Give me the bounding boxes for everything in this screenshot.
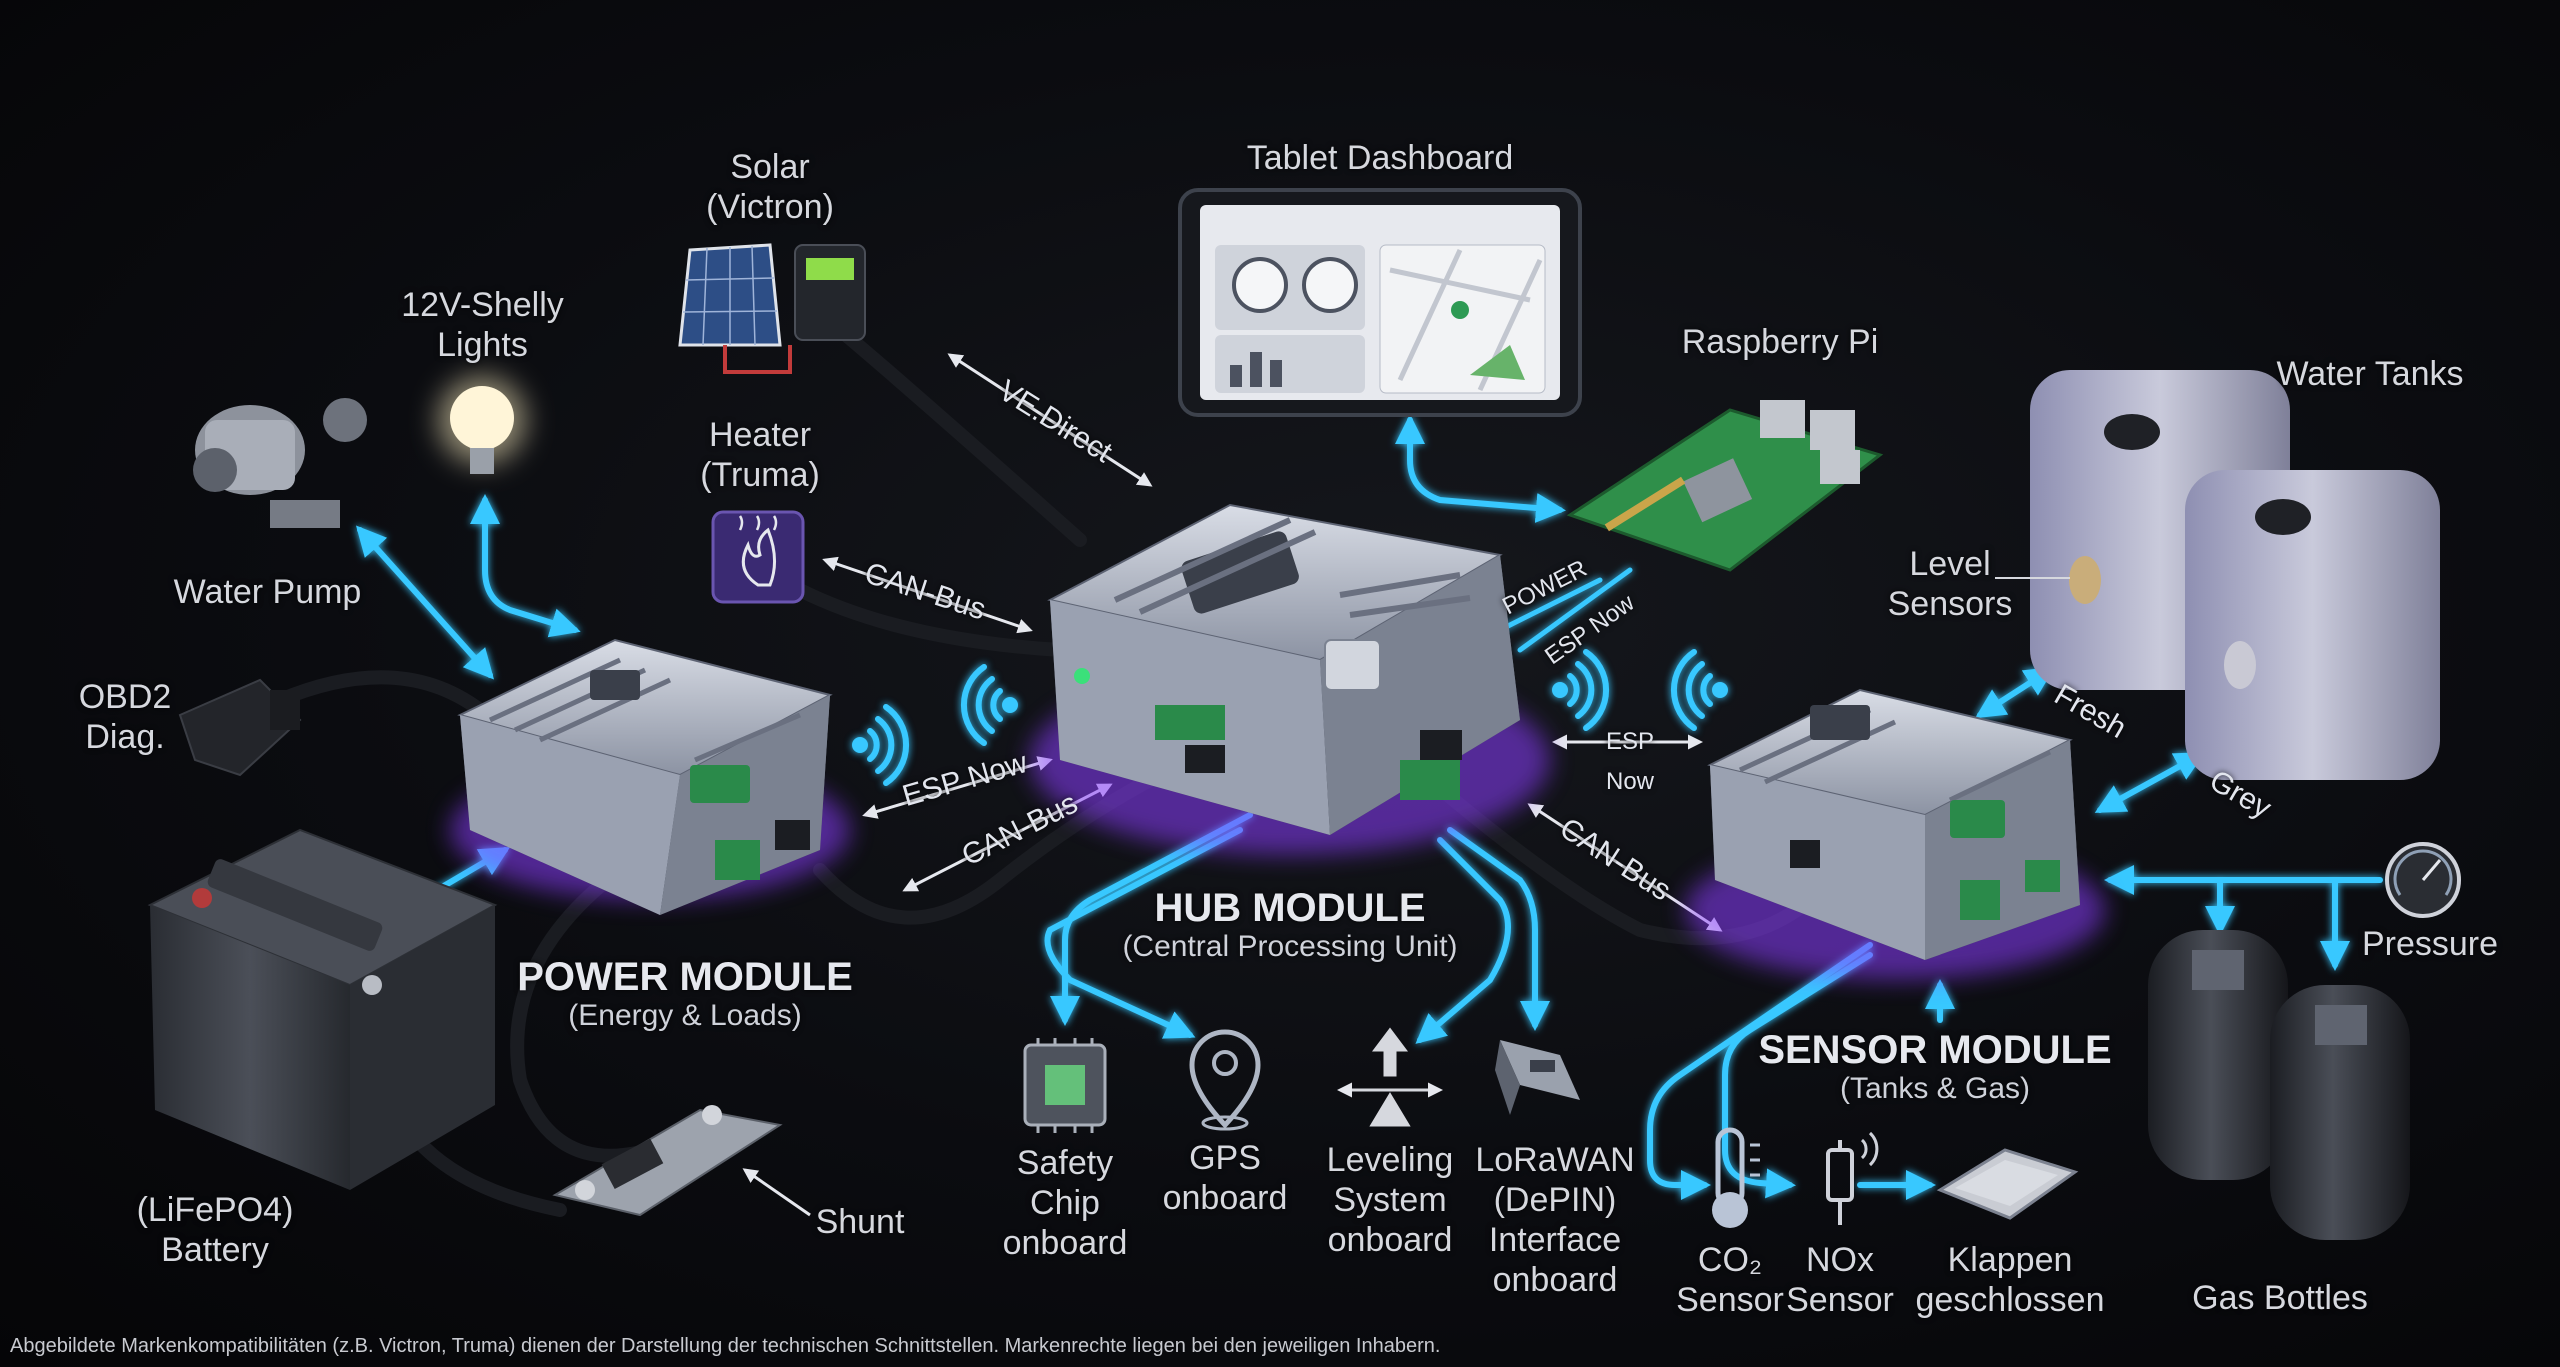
pressure-gauge-icon bbox=[2385, 842, 2461, 918]
esp-now-sensor-label: ESP Now bbox=[1605, 728, 1655, 795]
wifi-icon-hub-right bbox=[1552, 649, 1610, 731]
arrow-pump-power bbox=[355, 525, 495, 680]
lora-module-icon bbox=[1495, 1040, 1580, 1115]
wifi-waves bbox=[852, 649, 1728, 786]
nox-sensor-label: NOx Sensor bbox=[1786, 1241, 1894, 1319]
safety-chip-label: Safety Chip onboard bbox=[1002, 1144, 1128, 1262]
light-bulb-device bbox=[438, 376, 526, 474]
arrow-hub-pi-power bbox=[1497, 577, 1603, 633]
leveling-icon bbox=[1337, 1027, 1443, 1127]
disclaimer-text: Abgebildete Markenkompatibilitäten (z.B.… bbox=[10, 1335, 1441, 1357]
flame-icon bbox=[741, 527, 776, 587]
co2-sensor-label: CO₂ Sensor bbox=[1676, 1241, 1784, 1319]
power-module-subtitle: (Energy & Loads) bbox=[568, 999, 802, 1032]
wifi-icon-hub-left bbox=[960, 664, 1018, 746]
power-module-title: POWER MODULE bbox=[517, 955, 853, 999]
pressure-label: Pressure bbox=[2361, 925, 2499, 963]
water-pump-device bbox=[193, 398, 367, 528]
power-module-device bbox=[450, 638, 850, 915]
arrow-sensor-co2 bbox=[1647, 942, 1873, 1200]
connectors bbox=[355, 414, 2383, 1200]
hub-module-subtitle: (Central Processing Unit) bbox=[1122, 930, 1458, 963]
white-arrows bbox=[742, 353, 1723, 1217]
arrow-hub-pi-esp bbox=[1517, 567, 1633, 653]
sensor-module-title: SENSOR MODULE bbox=[1758, 1028, 2112, 1072]
klappen-label: Klappen geschlossen bbox=[1915, 1241, 2105, 1319]
cable-obd2-power bbox=[273, 670, 487, 717]
gas-bottles-device bbox=[2148, 930, 2410, 1240]
nox-sensor-icon bbox=[1826, 1131, 1879, 1225]
obd2-label: OBD2 Diag. bbox=[78, 678, 172, 756]
heater-device bbox=[711, 510, 805, 604]
arrow-hub-tablet bbox=[1395, 414, 1566, 523]
gps-label: GPS onboard bbox=[1162, 1139, 1288, 1217]
arrow-can-heater bbox=[822, 556, 1033, 634]
arrow-hub-gps bbox=[1044, 827, 1243, 1039]
battery-device bbox=[147, 828, 498, 1190]
arrow-sensor-fresh bbox=[1974, 666, 2056, 719]
wifi-icon-sensor bbox=[1670, 649, 1728, 731]
arrow-shunt bbox=[742, 1168, 811, 1217]
water-pump-label: Water Pump bbox=[173, 573, 362, 611]
tablet-label: Tablet Dashboard bbox=[1246, 139, 1514, 177]
flap-switch-icon bbox=[1936, 1148, 2079, 1220]
shunt-device bbox=[552, 1105, 783, 1217]
raspberry-pi-label: Raspberry Pi bbox=[1681, 323, 1879, 361]
shunt-label: Shunt bbox=[815, 1203, 905, 1241]
water-tanks-device bbox=[1995, 370, 2440, 780]
leveling-label: Leveling System onboard bbox=[1326, 1141, 1454, 1259]
heater-label: Heater (Truma) bbox=[700, 416, 820, 494]
tablet-device bbox=[1178, 188, 1582, 417]
thermometer-icon bbox=[1712, 1127, 1760, 1228]
sensor-module-subtitle: (Tanks & Gas) bbox=[1839, 1072, 2031, 1105]
solar-device bbox=[678, 243, 866, 374]
arrow-ve-direct bbox=[947, 353, 1153, 487]
sensor-module-device bbox=[1685, 688, 2105, 980]
obd2-device bbox=[178, 678, 302, 777]
arrow-lights-power bbox=[470, 494, 581, 638]
raspberry-pi-device bbox=[1566, 400, 1884, 572]
hub-module-device bbox=[1030, 503, 1550, 855]
wifi-icon-power bbox=[852, 704, 910, 786]
water-tanks-label: Water Tanks bbox=[2276, 355, 2464, 393]
location-pin-icon bbox=[1189, 1029, 1261, 1131]
battery-label: (LiFePO4) Battery bbox=[136, 1191, 294, 1269]
lights-label: 12V-Shelly Lights bbox=[401, 286, 564, 364]
hub-module-title: HUB MODULE bbox=[1154, 886, 1426, 930]
cable-solar-hub bbox=[833, 323, 1087, 547]
arrow-sensor-nox bbox=[1722, 952, 1873, 1199]
solar-label: Solar (Victron) bbox=[706, 148, 834, 226]
lora-label: LoRaWAN (DePIN) Interface onboard bbox=[1475, 1141, 1635, 1299]
arrow-hub-leveling bbox=[1415, 837, 1511, 1044]
chip-icon bbox=[1023, 1038, 1107, 1133]
arrow-sensor-grey bbox=[2094, 752, 2206, 813]
gas-bottles-label: Gas Bottles bbox=[2192, 1279, 2368, 1317]
level-sensors-label: Level Sensors bbox=[1887, 545, 2013, 623]
